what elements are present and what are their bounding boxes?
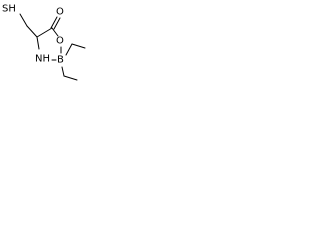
molecule-structure-diagram: SH O O NH B [2,4,86,81]
atom-label-carbonyl-oxygen: O [56,7,64,18]
bond-boron-ethyl1-a [65,43,73,56]
bond-ch2-alpha [26,25,38,38]
bond-carbonyl-double-a [50,16,58,29]
atom-label-boron: B [57,55,64,66]
bond-sh-ch2 [19,13,28,27]
bond-boron-ethyl2-a [61,66,65,77]
bond-alpha-carbonyl [36,27,53,38]
bond-lines [19,13,86,81]
bond-carbonyl-double-b [53,17,61,30]
bond-alpha-nh [36,36,40,50]
atom-label-amine: NH [35,54,50,65]
bond-carbonyl-ring-o [51,27,59,37]
atom-label-thiol: SH [2,4,16,15]
bond-boron-ethyl1-b [71,43,86,49]
bond-boron-ethyl2-b [63,75,78,81]
atom-label-ring-oxygen: O [56,36,64,47]
